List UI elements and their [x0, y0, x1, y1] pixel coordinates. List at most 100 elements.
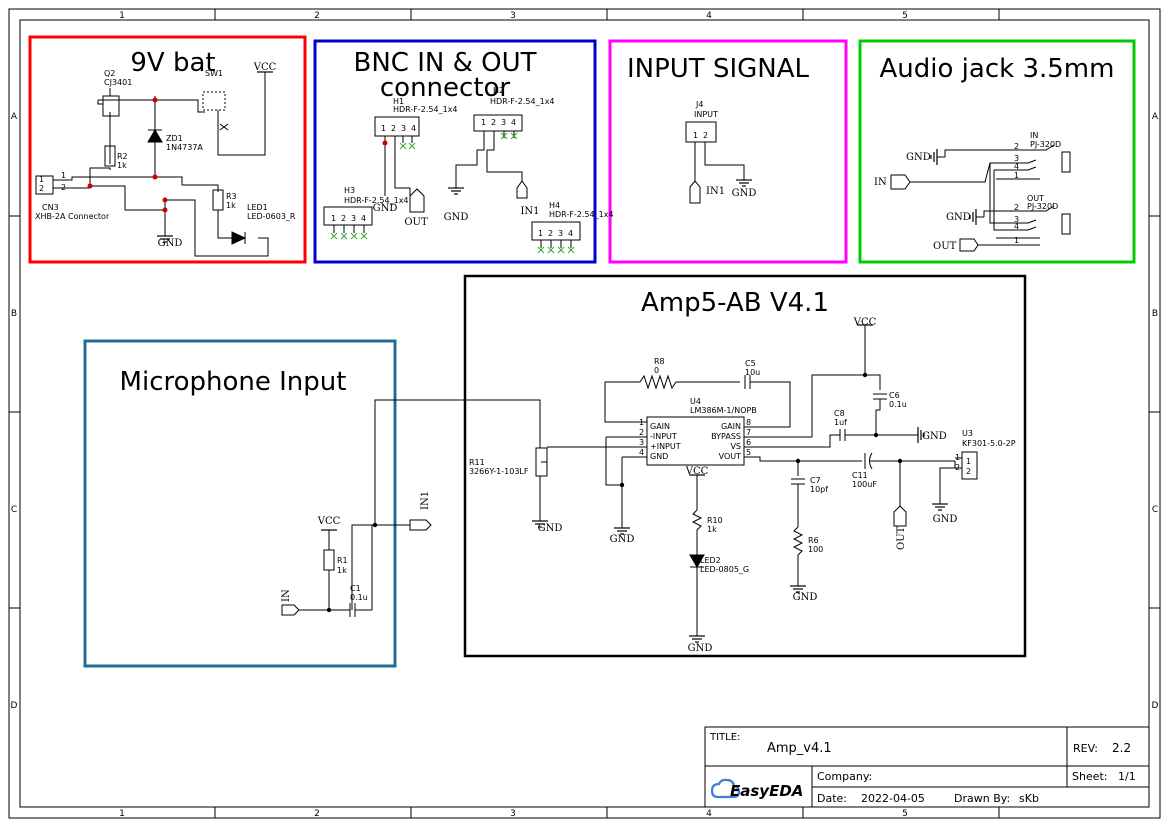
- svg-text:2: 2: [955, 463, 960, 472]
- svg-text:U3: U3: [962, 429, 973, 438]
- svg-text:OUT: OUT: [1027, 194, 1044, 203]
- amp-circuit: [374, 335, 978, 628]
- svg-text:1: 1: [481, 118, 486, 127]
- svg-text:OUT: OUT: [404, 217, 428, 228]
- row-label-right: D: [1152, 701, 1159, 711]
- svg-text:PJ-320D: PJ-320D: [1030, 140, 1061, 149]
- svg-text:GND: GND: [793, 592, 818, 603]
- svg-text:GND: GND: [906, 152, 931, 163]
- svg-text:+INPUT: +INPUT: [650, 442, 681, 451]
- svg-text:2022-04-05: 2022-04-05: [861, 792, 925, 805]
- svg-text:1: 1: [693, 131, 698, 140]
- col-label-top: 2: [314, 11, 320, 21]
- gnd-symbol: [447, 179, 465, 195]
- svg-text:1: 1: [966, 457, 971, 466]
- svg-text:4: 4: [1014, 222, 1019, 231]
- svg-text:BYPASS: BYPASS: [711, 432, 741, 441]
- battery-circuit: [35, 82, 269, 257]
- svg-text:Company:: Company:: [817, 770, 872, 783]
- svg-text:VCC: VCC: [853, 317, 877, 328]
- svg-text:R10: R10: [707, 516, 723, 525]
- vcc-symbol: [256, 71, 274, 83]
- input-signal-labels: J4 INPUT 1 2: [693, 100, 718, 140]
- svg-text:100uF: 100uF: [852, 480, 877, 489]
- col-label-bottom: 2: [314, 809, 320, 819]
- svg-text:IN1: IN1: [520, 206, 539, 217]
- bnc-junction: [382, 140, 388, 146]
- svg-text:H4: H4: [549, 201, 560, 210]
- svg-text:Q2: Q2: [104, 69, 115, 78]
- svg-text:3266Y-1-103LF: 3266Y-1-103LF: [469, 467, 529, 476]
- audio-jack-labels: IN PJ-320D OUT PJ-320D 2 3 4 1 2 3 4 1: [1014, 131, 1061, 245]
- svg-text:2: 2: [1014, 203, 1019, 212]
- r3-body: [212, 189, 224, 211]
- svg-text:6: 6: [746, 438, 751, 447]
- gnd-symbol: [969, 208, 985, 226]
- svg-text:Date:: Date:: [817, 792, 847, 805]
- svg-text:2: 2: [491, 118, 496, 127]
- svg-text:GND: GND: [922, 431, 947, 442]
- svg-text:8: 8: [746, 418, 751, 427]
- svg-text:1: 1: [955, 453, 960, 462]
- u4-pin-labels: GAIN -INPUT +INPUT GND GAIN BYPASS VS VO…: [639, 418, 751, 461]
- r2-body: [104, 145, 116, 167]
- svg-text:H2: H2: [493, 86, 504, 95]
- svg-text:1k: 1k: [117, 161, 127, 170]
- bnc-block: [313, 39, 597, 264]
- audio-jack-block: [858, 39, 1136, 264]
- svg-text:4: 4: [568, 229, 573, 238]
- gnd-symbol: [613, 519, 631, 535]
- svg-text:3: 3: [558, 229, 563, 238]
- svg-text:OUT: OUT: [896, 526, 907, 550]
- svg-text:4: 4: [511, 118, 516, 127]
- svg-text:R1: R1: [337, 556, 348, 565]
- audio-jack-net-labels: GND IN GND OUT: [874, 152, 971, 252]
- svg-text:4: 4: [411, 124, 416, 133]
- svg-text:1: 1: [639, 418, 644, 427]
- svg-text:GAIN: GAIN: [721, 422, 741, 431]
- title-block: [704, 726, 1150, 808]
- microphone-net-labels: VCC IN IN1: [281, 491, 431, 602]
- svg-text:TITLE:: TITLE:: [709, 732, 740, 743]
- col-label-bottom: 5: [902, 809, 908, 819]
- amp-block: [463, 274, 1027, 658]
- svg-text:VCC: VCC: [685, 466, 709, 477]
- svg-text:Amp_v4.1: Amp_v4.1: [767, 741, 832, 756]
- svg-text:C1: C1: [350, 584, 361, 593]
- svg-text:100: 100: [808, 545, 823, 554]
- row-label-left: D: [11, 701, 18, 711]
- svg-text:3: 3: [1014, 215, 1019, 224]
- svg-text:1k: 1k: [337, 566, 347, 575]
- svg-text:2: 2: [341, 214, 346, 223]
- svg-text:LED-0603_R: LED-0603_R: [247, 212, 296, 221]
- cloud-icon: [710, 778, 741, 799]
- col-label-top: 4: [706, 11, 712, 21]
- svg-text:3: 3: [351, 214, 356, 223]
- svg-text:10u: 10u: [745, 368, 760, 377]
- gnd-symbol: [688, 627, 706, 643]
- microphone-title: Microphone Input: [120, 367, 347, 397]
- row-label-right: B: [1152, 309, 1158, 319]
- svg-text:IN1: IN1: [420, 491, 431, 510]
- svg-text:C7: C7: [810, 476, 821, 485]
- svg-text:2: 2: [61, 183, 66, 192]
- svg-text:2: 2: [639, 428, 644, 437]
- svg-text:J4: J4: [695, 100, 703, 109]
- col-label-bottom: 4: [706, 809, 712, 819]
- svg-text:HDR-F-2.54_1x4: HDR-F-2.54_1x4: [490, 97, 555, 106]
- row-label-right: C: [1152, 505, 1158, 515]
- svg-text:2: 2: [966, 467, 971, 476]
- svg-text:10pf: 10pf: [810, 485, 828, 494]
- svg-text:GND: GND: [933, 514, 958, 525]
- svg-text:GND: GND: [688, 643, 713, 654]
- r1-body: [323, 549, 335, 571]
- svg-text:3: 3: [501, 118, 506, 127]
- svg-text:1: 1: [331, 214, 336, 223]
- svg-text:C8: C8: [834, 409, 845, 418]
- svg-text:7: 7: [746, 428, 751, 437]
- battery-labels: Q2 CJ3401 SW1 ZD1 1N4737A R2 1k R3 1k LE…: [35, 69, 296, 221]
- svg-text:1: 1: [39, 175, 44, 184]
- battery-junctions: [87, 97, 168, 213]
- svg-text:0.1u: 0.1u: [350, 593, 368, 602]
